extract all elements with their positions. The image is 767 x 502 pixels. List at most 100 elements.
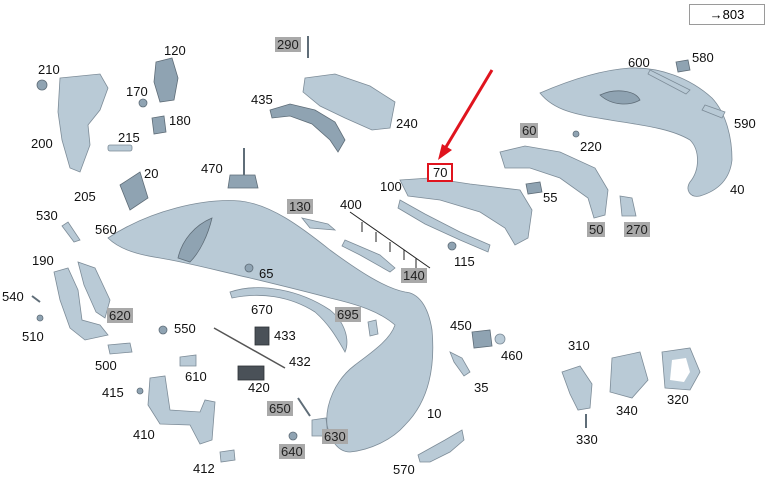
callout-200[interactable]: 200 xyxy=(31,136,53,151)
callout-100[interactable]: 100 xyxy=(380,179,402,194)
callout-120[interactable]: 120 xyxy=(164,43,186,58)
callout-500[interactable]: 500 xyxy=(95,358,117,373)
callout-50[interactable]: 50 xyxy=(587,222,606,237)
part-500[interactable] xyxy=(107,342,133,355)
callout-115[interactable]: 115 xyxy=(454,254,475,269)
reference-box[interactable]: →803 xyxy=(689,4,765,25)
callout-290[interactable]: 290 xyxy=(275,37,301,52)
callout-130[interactable]: 130 xyxy=(287,199,313,214)
callout-415[interactable]: 415 xyxy=(102,385,124,400)
callout-570[interactable]: 570 xyxy=(393,462,415,477)
part-65[interactable] xyxy=(244,263,254,273)
carrier-100-part[interactable] xyxy=(399,177,533,246)
callout-510[interactable]: 510 xyxy=(22,329,44,344)
callout-410[interactable]: 410 xyxy=(133,427,155,442)
callout-640[interactable]: 640 xyxy=(279,444,305,459)
part-210[interactable] xyxy=(36,79,48,91)
part-140[interactable] xyxy=(341,239,396,273)
part-340[interactable] xyxy=(609,351,649,399)
part-470[interactable] xyxy=(227,174,259,189)
callout-40[interactable]: 40 xyxy=(730,182,745,197)
part-412[interactable] xyxy=(219,449,236,463)
callout-310[interactable]: 310 xyxy=(568,338,590,353)
callout-170[interactable]: 170 xyxy=(126,84,148,99)
callout-412[interactable]: 412 xyxy=(193,461,215,476)
callout-433[interactable]: 433 xyxy=(274,328,296,343)
callout-10[interactable]: 10 xyxy=(427,406,442,421)
callout-35[interactable]: 35 xyxy=(474,380,489,395)
bumper-upper-part[interactable] xyxy=(539,67,733,197)
callout-270[interactable]: 270 xyxy=(624,222,650,237)
callout-60[interactable]: 60 xyxy=(520,123,539,138)
callout-400[interactable]: 400 xyxy=(340,197,362,212)
callout-470[interactable]: 470 xyxy=(201,161,223,176)
bracket-410-part[interactable] xyxy=(147,375,216,445)
part-20[interactable] xyxy=(119,171,149,211)
callout-560[interactable]: 560 xyxy=(95,222,117,237)
callout-55[interactable]: 55 xyxy=(543,190,558,205)
callout-70[interactable]: 70 xyxy=(427,163,454,182)
part-215[interactable] xyxy=(107,144,133,152)
callout-240[interactable]: 240 xyxy=(396,116,418,131)
callout-600[interactable]: 600 xyxy=(628,55,650,70)
callout-610[interactable]: 610 xyxy=(185,369,207,384)
callout-670[interactable]: 670 xyxy=(251,302,273,317)
part-433[interactable] xyxy=(254,326,270,346)
callout-340[interactable]: 340 xyxy=(616,403,638,418)
callout-140[interactable]: 140 xyxy=(401,268,427,283)
bracket-190-part[interactable] xyxy=(53,267,109,341)
callout-435[interactable]: 435 xyxy=(251,92,273,107)
callout-205[interactable]: 205 xyxy=(74,189,96,204)
bracket-200-part[interactable] xyxy=(57,73,109,173)
bracket-310-part[interactable] xyxy=(561,365,593,411)
part-180[interactable] xyxy=(151,115,167,135)
callout-550[interactable]: 550 xyxy=(174,321,196,336)
part-570[interactable] xyxy=(417,429,465,463)
bumper-cover-part[interactable] xyxy=(107,200,434,453)
part-590[interactable] xyxy=(701,104,726,119)
trim-670-part[interactable] xyxy=(229,287,348,353)
callout-20[interactable]: 20 xyxy=(144,166,159,181)
callout-530[interactable]: 530 xyxy=(36,208,58,223)
part-560[interactable] xyxy=(77,261,111,319)
callout-695[interactable]: 695 xyxy=(335,307,361,322)
callout-215[interactable]: 215 xyxy=(118,130,140,145)
callout-210[interactable]: 210 xyxy=(38,62,60,77)
part-600[interactable] xyxy=(647,69,691,95)
part-420[interactable] xyxy=(237,365,265,381)
part-530[interactable] xyxy=(61,221,81,243)
frame-60-part[interactable] xyxy=(499,145,609,219)
part-640[interactable] xyxy=(288,431,298,441)
part-120[interactable] xyxy=(153,57,179,103)
callout-540[interactable]: 540 xyxy=(2,289,24,304)
diffuser-part[interactable] xyxy=(302,73,396,131)
part-35[interactable] xyxy=(449,351,471,377)
callout-580[interactable]: 580 xyxy=(692,50,714,65)
part-695[interactable] xyxy=(367,319,379,337)
callout-220[interactable]: 220 xyxy=(580,139,602,154)
part-510[interactable] xyxy=(36,314,44,322)
part-170[interactable] xyxy=(138,98,148,108)
callout-190[interactable]: 190 xyxy=(32,253,54,268)
callout-630[interactable]: 630 xyxy=(322,429,348,444)
part-460[interactable] xyxy=(494,333,506,345)
part-450[interactable] xyxy=(471,329,493,349)
callout-330[interactable]: 330 xyxy=(576,432,598,447)
callout-650[interactable]: 650 xyxy=(267,401,293,416)
part-270[interactable] xyxy=(619,195,637,217)
callout-460[interactable]: 460 xyxy=(501,348,523,363)
part-220[interactable] xyxy=(572,130,580,138)
part-580[interactable] xyxy=(675,59,691,73)
callout-620[interactable]: 620 xyxy=(107,308,133,323)
strip-435-part[interactable] xyxy=(269,103,346,153)
part-55[interactable] xyxy=(525,181,543,195)
callout-320[interactable]: 320 xyxy=(667,392,689,407)
callout-432[interactable]: 432 xyxy=(289,354,311,369)
callout-590[interactable]: 590 xyxy=(734,116,756,131)
callout-65[interactable]: 65 xyxy=(259,266,274,281)
callout-180[interactable]: 180 xyxy=(169,113,191,128)
impact-strip-part[interactable] xyxy=(397,199,491,253)
part-115[interactable] xyxy=(447,241,457,251)
part-130[interactable] xyxy=(300,217,337,231)
part-610[interactable] xyxy=(179,354,197,367)
